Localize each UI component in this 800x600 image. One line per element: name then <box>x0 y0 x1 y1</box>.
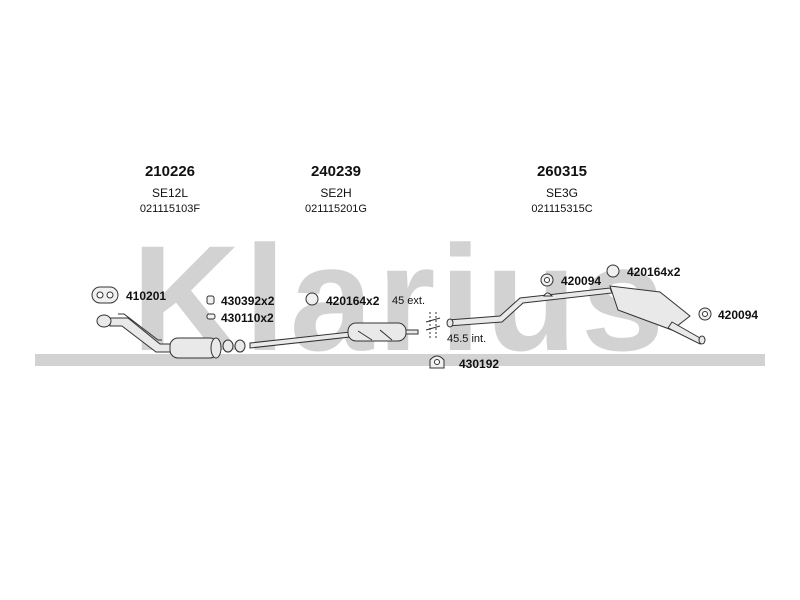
section-front: 210226 SE12L 021115103F <box>100 163 240 217</box>
label-hanger-bottom: 430192 <box>459 357 500 371</box>
fitting-icons <box>91 264 712 369</box>
part-number: 210226 <box>144 163 196 180</box>
rear-section-drawing <box>446 285 706 345</box>
clamp-icon-b <box>206 313 216 320</box>
section-rear: 260315 SE3G 021115315C <box>492 163 632 217</box>
label-rubber-right: 420094 <box>718 308 759 322</box>
middle-section-drawing <box>222 322 419 353</box>
label-ring-right: 420164x2 <box>627 265 681 279</box>
ring-icon-right <box>606 264 620 278</box>
label-clamp-a: 430392x2 <box>221 294 275 308</box>
rubber-icon-right <box>698 307 712 321</box>
front-section-drawing <box>96 313 222 359</box>
joint-marks <box>425 312 441 340</box>
ring-icon-mid <box>305 292 319 306</box>
watermark-underline <box>35 354 765 366</box>
oe-number: 021115201G <box>305 203 367 215</box>
oe-number: 021115315C <box>531 203 593 215</box>
part-name: SE12L <box>151 186 189 200</box>
part-number: 240239 <box>310 163 362 180</box>
rubber-icon-top <box>540 273 554 297</box>
clamp-icon-a <box>206 295 215 305</box>
gasket-icon <box>91 286 119 304</box>
section-middle: 240239 SE2H 021115201G <box>266 163 406 217</box>
note-ext: 45 ext. <box>392 295 426 307</box>
part-name: SE2H <box>320 186 352 200</box>
label-rubber-top: 420094 <box>561 274 602 288</box>
oe-number: 021115103F <box>139 203 201 215</box>
note-int: 45.5 int. <box>447 333 487 345</box>
part-number: 260315 <box>536 163 588 180</box>
label-clamp-b: 430110x2 <box>221 311 274 325</box>
label-gasket: 410201 <box>126 289 167 303</box>
hanger-icon-bottom <box>429 355 445 369</box>
part-name: SE3G <box>545 186 578 200</box>
label-ring-mid: 420164x2 <box>326 294 380 308</box>
